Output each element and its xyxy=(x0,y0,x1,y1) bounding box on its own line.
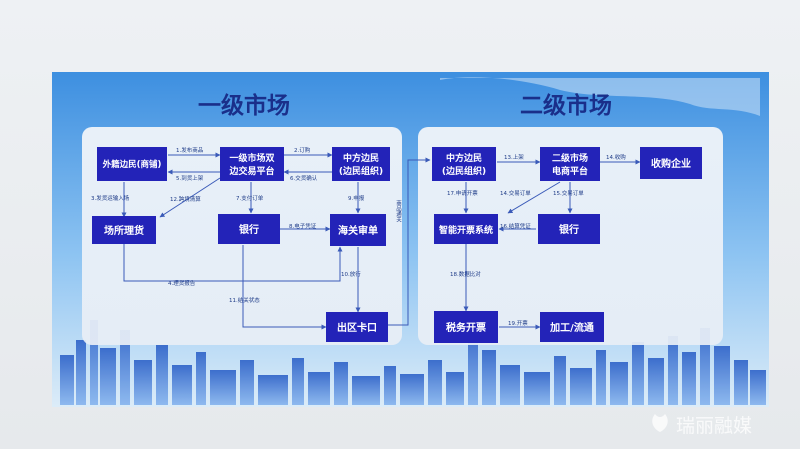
secondary-market-title: 二级市场 xyxy=(520,92,612,119)
edge-label-cross-border-settlement: 12.跨境清算 xyxy=(170,195,201,203)
watermark-logo-icon xyxy=(652,414,668,432)
svg-text:收购企业: 收购企业 xyxy=(651,157,691,170)
watermark-text: 瑞丽融媒 xyxy=(676,415,752,437)
edge-label-release: 10.放行 xyxy=(341,270,361,278)
svg-text:场所理货: 场所理货 xyxy=(104,224,144,237)
edge-label-trade-order-15: 15.交易订单 xyxy=(553,189,584,197)
svg-text:电商平台: 电商平台 xyxy=(552,165,588,177)
svg-text:一级市场双: 一级市场双 xyxy=(229,152,274,164)
edge-label-trade-order-14: 14.交易订单 xyxy=(500,189,531,197)
flow-arrows xyxy=(121,152,641,330)
svg-text:边交易平台: 边交易平台 xyxy=(228,165,274,177)
edge-label-acquire: 14.收购 xyxy=(606,153,626,161)
node-purchaser: 收购企业 xyxy=(640,147,702,179)
svg-text:外籍边民(商铺): 外籍边民(商铺) xyxy=(102,159,162,170)
edge-label-apply-invoice: 17.申请开票 xyxy=(447,189,478,197)
edge-label-settlement-voucher: 16.结算凭证 xyxy=(500,222,531,230)
edge-label-ship-transport: 3.发货运输入场 xyxy=(91,194,130,202)
edge-label-data-compare: 18.数据比对 xyxy=(450,270,481,278)
node-cn-border-org: 中方边民 (边民组织) xyxy=(332,147,390,181)
node-processing: 加工/流通 xyxy=(540,312,604,342)
edge-label-goods-clearance: 商品通关 xyxy=(395,199,402,224)
svg-text:银行: 银行 xyxy=(239,223,259,236)
node-smart-invoice: 智能开票系统 xyxy=(434,214,498,244)
node-customs-review: 海关审单 xyxy=(330,214,386,246)
edge-label-declare: 9.申报 xyxy=(348,194,365,202)
edge-label-e-voucher: 8.电子凭证 xyxy=(289,222,317,230)
svg-text:出区卡口: 出区卡口 xyxy=(337,321,377,334)
svg-text:智能开票系统: 智能开票系统 xyxy=(439,224,493,236)
edge-label-pay-order: 7.支付订单 xyxy=(236,194,264,202)
edge-label-shelf: 13.上架 xyxy=(504,153,524,161)
node-venue-tally: 场所理货 xyxy=(92,216,156,244)
svg-text:海关审单: 海关审单 xyxy=(338,224,378,237)
edge-label-order: 2.订购 xyxy=(294,146,311,154)
node-ecommerce-platform: 二级市场 电商平台 xyxy=(540,147,600,181)
svg-text:(边民组织): (边民组织) xyxy=(339,165,383,177)
svg-text:中方边民: 中方边民 xyxy=(343,152,379,164)
edge-label-arrival: 5.到货上架 xyxy=(176,174,204,182)
svg-text:(边民组织): (边民组织) xyxy=(442,165,486,177)
node-exit-checkpoint: 出区卡口 xyxy=(326,312,388,342)
svg-text:税务开票: 税务开票 xyxy=(446,321,486,334)
city-skyline-decoration xyxy=(60,320,766,405)
svg-text:加工/流通: 加工/流通 xyxy=(549,321,594,334)
watermark: 瑞丽融媒 xyxy=(652,414,752,437)
svg-text:中方边民: 中方边民 xyxy=(446,152,482,164)
edge-label-tally-report: 4.理货报告 xyxy=(168,279,196,287)
node-bank-primary: 银行 xyxy=(218,214,280,244)
node-foreign-trader: 外籍边民(商铺) xyxy=(97,147,167,181)
svg-text:二级市场: 二级市场 xyxy=(552,152,588,164)
svg-text:银行: 银行 xyxy=(559,223,579,236)
node-primary-platform: 一级市场双 边交易平台 xyxy=(220,147,284,181)
world-map-decoration xyxy=(440,77,760,116)
edge-label-invoice: 19.开票 xyxy=(508,320,528,327)
node-bank-secondary: 银行 xyxy=(538,214,600,244)
node-tax-invoice: 税务开票 xyxy=(434,311,498,343)
edge-label-publish: 1.发布商品 xyxy=(176,146,204,154)
primary-market-title: 一级市场 xyxy=(198,92,290,119)
edge-label-delivery-confirm: 6.交货确认 xyxy=(290,174,318,182)
edge-label-clearance-status: 11.结关状态 xyxy=(229,296,260,304)
node-cn-border-org-secondary: 中方边民 (边民组织) xyxy=(432,147,496,181)
